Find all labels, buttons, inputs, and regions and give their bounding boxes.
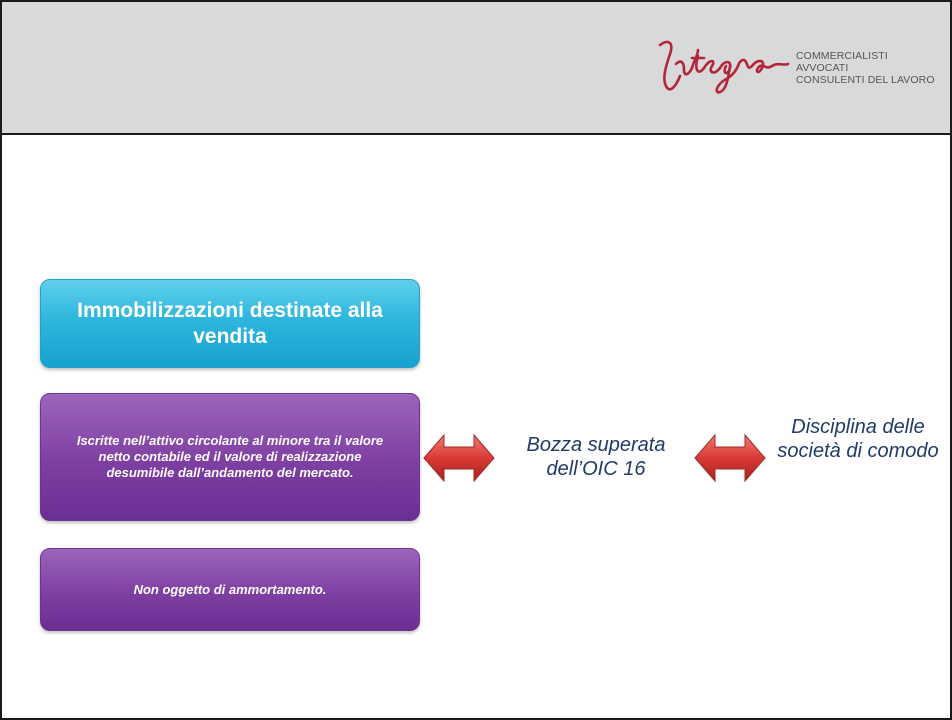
- integra-logo: COMMERCIALISTI AVVOCATI CONSULENTI DEL L…: [654, 36, 944, 96]
- valuation-box: Iscritte nell’attivo circolante al minor…: [40, 393, 420, 521]
- valuation-box-text: Iscritte nell’attivo circolante al minor…: [76, 433, 384, 480]
- draft-label: Bozza superata dell’OIC 16: [499, 433, 693, 481]
- discipline-label-text: Disciplina delle società di comodo: [777, 416, 939, 462]
- title-box-text: Immobilizzazioni destinate alla vendita: [77, 298, 383, 348]
- logo-line-2: AVVOCATI: [796, 62, 849, 74]
- integra-logo-mark-icon: [658, 40, 790, 94]
- draft-label-text: Bozza superata dell’OIC 16: [526, 434, 666, 480]
- double-arrow-icon: [694, 433, 766, 483]
- depreciation-box: Non oggetto di ammortamento.: [40, 548, 420, 631]
- title-box: Immobilizzazioni destinate alla vendita: [40, 279, 420, 368]
- logo-line-1: COMMERCIALISTI: [796, 50, 888, 62]
- header-band: COMMERCIALISTI AVVOCATI CONSULENTI DEL L…: [2, 2, 950, 135]
- logo-line-3: CONSULENTI DEL LAVORO: [796, 74, 935, 86]
- discipline-label: Disciplina delle società di comodo: [766, 415, 950, 463]
- logo-tagline: COMMERCIALISTI AVVOCATI CONSULENTI DEL L…: [796, 50, 935, 86]
- depreciation-box-text: Non oggetto di ammortamento.: [133, 581, 327, 597]
- double-arrow-icon: [423, 433, 495, 483]
